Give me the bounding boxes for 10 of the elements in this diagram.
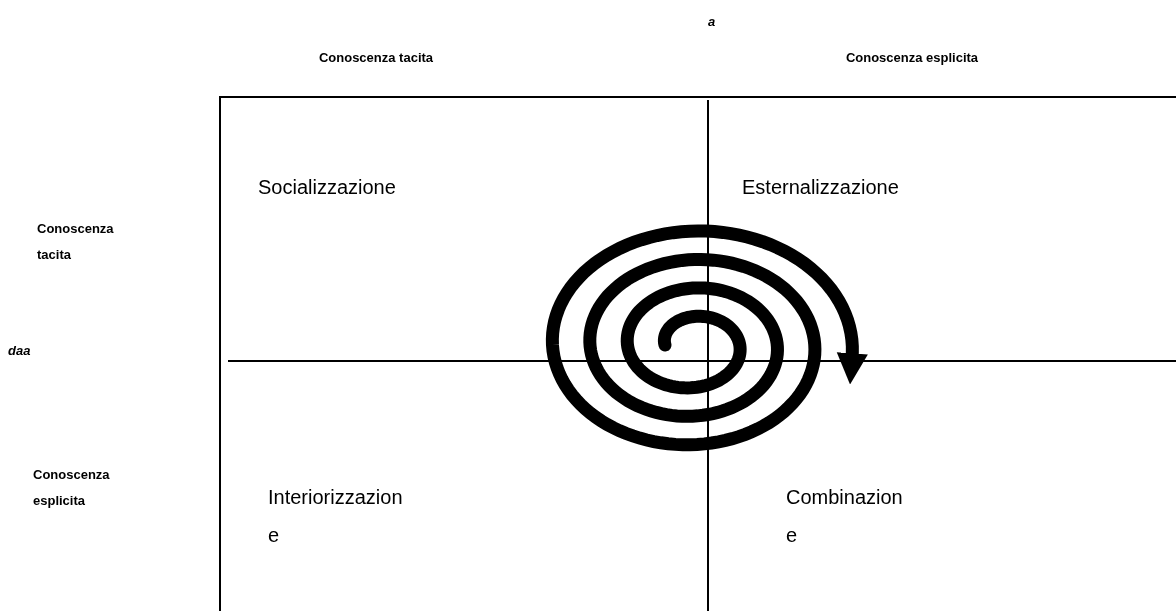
axis-label: a <box>708 14 716 29</box>
axis-heading: Conoscenza esplicita <box>33 466 110 510</box>
quadrant-label: Combinazion e <box>786 485 903 548</box>
quadrant-label: Interiorizzazion e <box>268 485 403 548</box>
axis-heading: Conoscenza esplicita <box>845 50 979 65</box>
axis-heading: Conoscenza tacita <box>37 220 114 264</box>
quadrant-label: Socializzazione <box>258 175 396 200</box>
quadrant-label: Esternalizzazione <box>742 175 899 200</box>
axis-heading: Conoscenza tacita <box>318 50 434 65</box>
axis-label: daa <box>8 343 31 358</box>
